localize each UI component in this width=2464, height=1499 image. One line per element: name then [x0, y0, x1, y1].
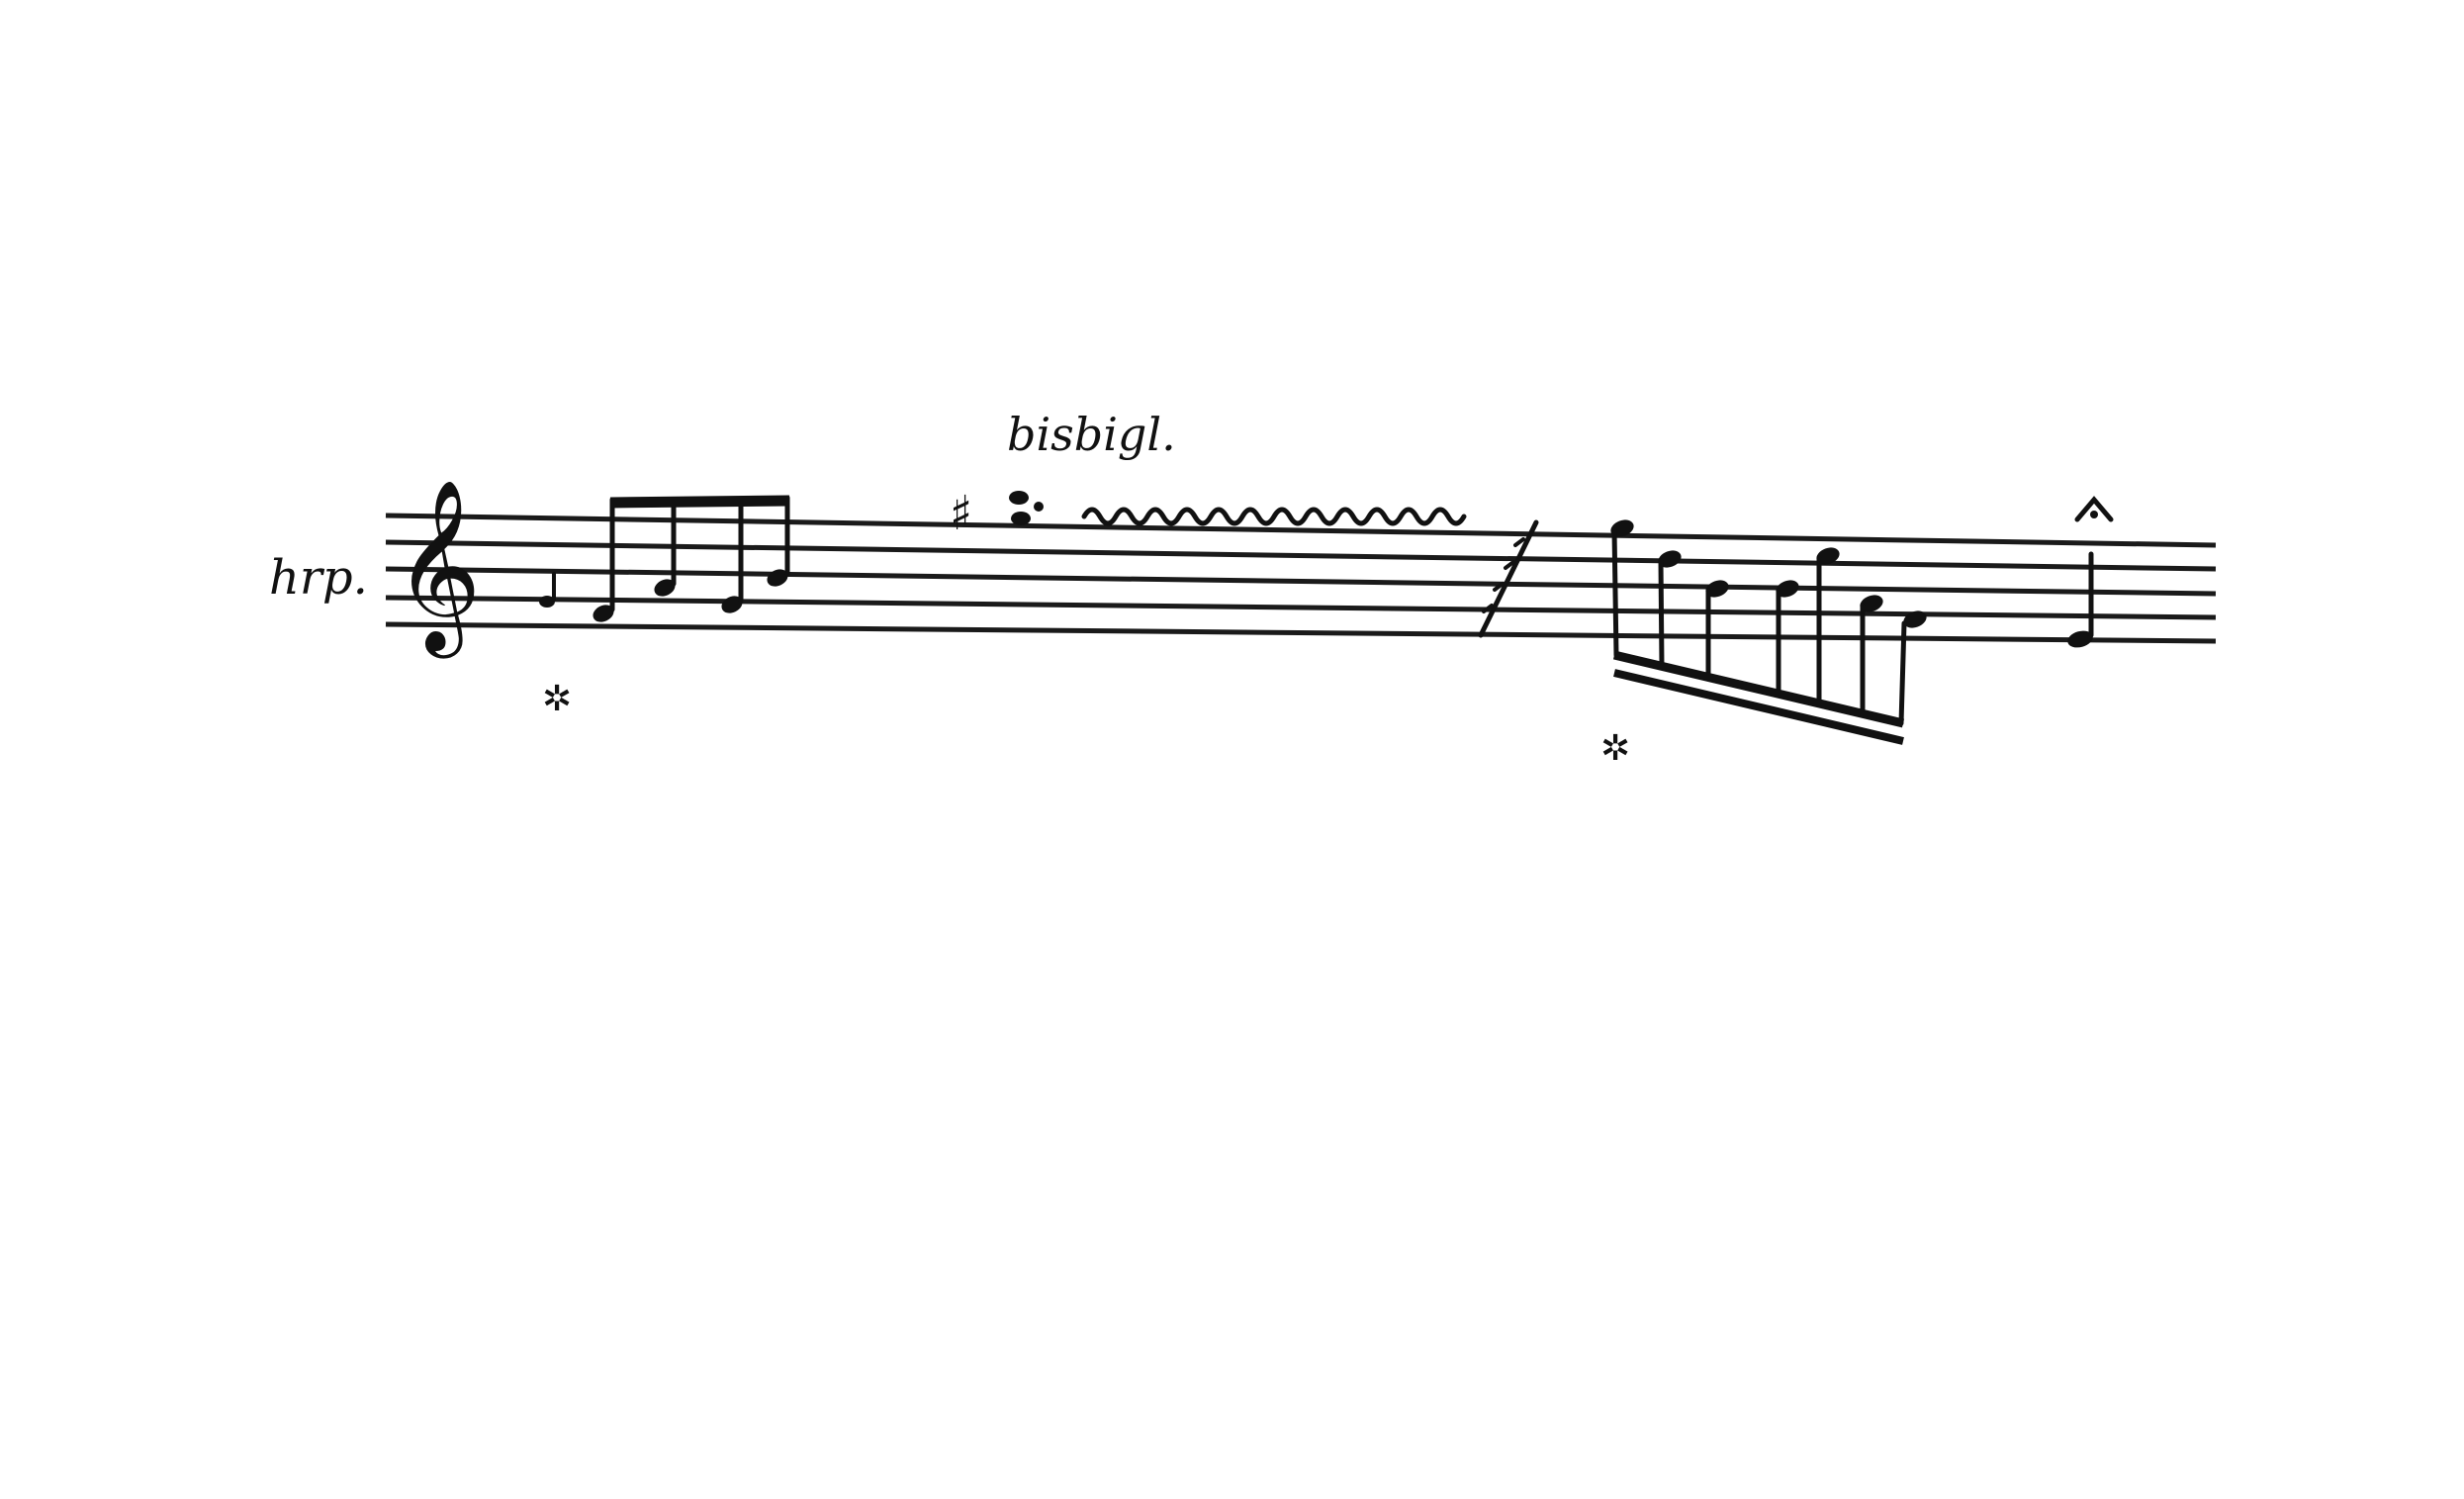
staff-line: [385, 566, 2217, 597]
svg-text:𝄞: 𝄞: [394, 479, 482, 659]
staff-line: [385, 621, 2217, 644]
treble-clef-icon: 𝄞: [394, 479, 482, 659]
beamed-eighth-group: [593, 495, 790, 622]
bisbigliando-chord: ♯: [950, 486, 1044, 541]
technique-label: bisbigl.: [1007, 408, 1176, 461]
staff-line: [385, 595, 2217, 620]
instrument-label: hrp.: [269, 550, 368, 606]
sharp-icon: ♯: [950, 486, 972, 541]
pedal-release-star-icon: ✲: [542, 679, 572, 719]
final-quarter-note: [2067, 551, 2094, 648]
sixteenth-run: [1610, 519, 1927, 745]
beam: [1612, 650, 1905, 728]
pedal-release-star-icon: ✲: [1600, 728, 1630, 769]
glissando-slash: [1478, 519, 1539, 638]
staff-line: [385, 513, 2217, 548]
beam: [609, 495, 790, 509]
beam: [1613, 669, 1904, 745]
staff-line: [385, 539, 2217, 572]
staff-lines: [385, 513, 2217, 644]
harmonic-fermata-icon: [2074, 496, 2114, 522]
tremolo-wavy-line: [1081, 507, 1467, 526]
grace-note: [539, 572, 556, 608]
